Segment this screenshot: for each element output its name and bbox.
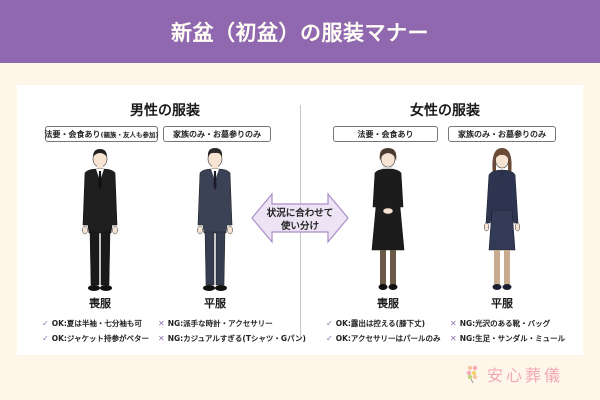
man-mourning-suit-illustration: [82, 149, 118, 291]
occasion-text: 家族のみ・お墓参りのみ: [458, 129, 546, 139]
occasion-text: 家族のみ・お墓参りのみ: [173, 129, 261, 139]
men-formal-occasion: 法要・会食あり (親族・友人も参加): [45, 126, 158, 142]
man-casual-suit-illustration: [197, 148, 233, 291]
check-icon: ✓: [42, 334, 49, 343]
woman-casual-suit-illustration: [483, 148, 521, 290]
men-formal-rule: ✓ OK:ジャケット持参がベター: [42, 333, 149, 344]
occasion-text: 法要・会食あり: [44, 129, 101, 139]
rule-text: OK:アクセサリーはパールのみ: [335, 334, 441, 343]
women-casual-label: 平服: [491, 297, 513, 310]
rule-text: NG:光沢のある靴・バッグ: [459, 319, 551, 328]
cross-icon: ✕: [158, 319, 165, 328]
check-icon: ✓: [326, 319, 333, 328]
woman-mourning-dress-illustration: [371, 148, 405, 290]
men-casual-label: 平服: [204, 297, 226, 310]
arrow-label-line1: 状況に合わせて: [266, 208, 334, 219]
men-casual-rule: ✕ NG:派手な時計・アクセサリー: [158, 318, 273, 329]
rule-text: NG:カジュアルすぎる(Tシャツ・Gパン): [167, 334, 306, 343]
women-formal-rule: ✓ OK:露出は控える(膝下丈): [326, 318, 425, 329]
men-casual-occasion: 家族のみ・お墓参りのみ: [163, 126, 271, 142]
rule-text: OK:夏は半袖・七分袖も可: [51, 319, 142, 328]
rule-text: OK:ジャケット持参がベター: [51, 334, 150, 343]
women-formal-rule: ✓ OK:アクセサリーはパールのみ: [326, 333, 441, 344]
men-section-title: 男性の服装: [130, 103, 200, 119]
cross-icon: ✕: [450, 334, 457, 343]
page-title: 新盆（初盆）の服装マナー: [171, 20, 429, 45]
page-header: 新盆（初盆）の服装マナー: [0, 0, 600, 63]
rule-text: NG:派手な時計・アクセサリー: [167, 319, 273, 328]
double-arrow-icon: [251, 192, 349, 244]
brand-name: 安心葬儀: [487, 366, 564, 385]
women-section-title: 女性の服装: [410, 103, 480, 119]
arrow-label-line2: 使い分け: [280, 221, 319, 232]
rule-text: OK:露出は控える(膝下丈): [335, 319, 426, 328]
check-icon: ✓: [42, 319, 49, 328]
cross-icon: ✕: [158, 334, 165, 343]
arrow-label: 状況に合わせて 使い分け: [262, 207, 338, 233]
check-icon: ✓: [326, 334, 333, 343]
rule-text: NG:生足・サンダル・ミュール: [459, 334, 566, 343]
cross-icon: ✕: [450, 319, 457, 328]
women-casual-occasion: 家族のみ・お墓参りのみ: [448, 126, 556, 142]
men-casual-rule: ✕ NG:カジュアルすぎる(Tシャツ・Gパン): [158, 333, 306, 344]
men-formal-rule: ✓ OK:夏は半袖・七分袖も可: [42, 318, 142, 329]
flower-bouquet-icon: [466, 365, 478, 384]
occasion-note: (親族・友人も参加): [100, 131, 159, 139]
occasion-text: 法要・会食あり: [357, 129, 414, 139]
women-casual-rule: ✕ NG:生足・サンダル・ミュール: [450, 333, 565, 344]
brand-logo: 安心葬儀: [465, 362, 563, 386]
women-formal-occasion: 法要・会食あり: [333, 126, 438, 142]
women-casual-rule: ✕ NG:光沢のある靴・バッグ: [450, 318, 550, 329]
women-formal-label: 喪服: [377, 297, 399, 310]
men-formal-label: 喪服: [89, 297, 111, 310]
